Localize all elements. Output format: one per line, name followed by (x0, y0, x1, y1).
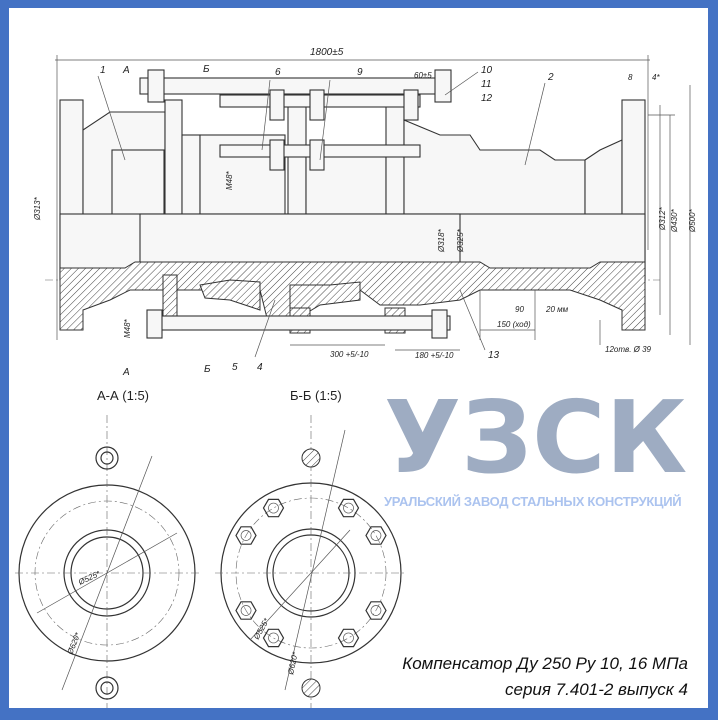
section-aa-view (15, 415, 200, 708)
tie-rods-upper (139, 69, 452, 171)
compensator-body-upper (59, 99, 646, 281)
part-number-5: 5 (232, 362, 238, 373)
dim-180: 180 +5/-10 (415, 351, 454, 360)
bolt-end-icon (268, 632, 279, 644)
bolt-end-icon (268, 502, 279, 514)
caption-title: Компенсатор Ду 250 Ру 10, 16 МПа (402, 654, 688, 673)
technical-drawing: 1800±5 (15, 47, 697, 708)
part-number-4: 4 (257, 362, 263, 373)
section-mark-b-top: Б (203, 64, 210, 75)
section-bb-title: Б-Б (1:5) (290, 388, 342, 403)
dim-m48-top: M48* (225, 170, 234, 190)
dim-4: 4* (652, 73, 660, 82)
dim-d313: Ø313* (33, 196, 42, 221)
dim-8: 8 (628, 73, 633, 82)
hex-nut-icon (235, 526, 257, 545)
section-aa-title: А-А (1:5) (97, 388, 149, 403)
hex-nut-icon (262, 628, 285, 648)
logo-subtitle: УРАЛЬСКИЙ ЗАВОД СТАЛЬНЫХ КОНСТРУКЦИЙ (384, 494, 682, 509)
part-number-2: 2 (547, 72, 554, 83)
hex-nut-icon (365, 601, 387, 620)
part-number-6: 6 (275, 67, 281, 78)
caption: Компенсатор Ду 250 Ру 10, 16 МПа серия 7… (402, 651, 688, 703)
part-number-10: 10 (481, 65, 493, 76)
holes-note: 12отв. Ø 39 (605, 345, 652, 354)
logo-watermark: УЗСК (384, 379, 688, 496)
section-aa-d-inner: Ø525* (76, 569, 102, 588)
hex-nut-icon (365, 526, 387, 545)
section-mark-b-bottom: Б (204, 364, 211, 375)
part-number-11: 11 (481, 79, 491, 90)
bolt-end-icon (343, 502, 354, 514)
dim-d318: Ø318* (437, 228, 446, 253)
hex-nut-icon (235, 601, 257, 620)
section-bb-view (215, 415, 405, 708)
dim-m48-bottom: M48* (123, 318, 132, 338)
overall-dimension: 1800±5 (55, 47, 650, 340)
dim-d430: Ø430* (670, 208, 679, 233)
bolt-end-icon (370, 530, 382, 541)
dim-300: 300 +5/-10 (330, 350, 369, 359)
dim-d500: Ø500* (688, 208, 697, 233)
section-bb-d-outer: Ø620* (286, 650, 300, 676)
bolt-end-icon (240, 605, 252, 616)
dim-90: 90 (515, 305, 524, 314)
part-callouts (97, 71, 546, 358)
dim-150: 150 (ход) (497, 320, 531, 329)
caption-series: серия 7.401-2 выпуск 4 (505, 680, 688, 699)
bolt-end-icon (370, 605, 382, 616)
dim-20: 20 мм (545, 305, 569, 314)
part-number-12: 12 (481, 93, 493, 104)
section-mark-a-bottom: А (122, 367, 130, 378)
hex-nut-icon (337, 628, 360, 648)
part-number-9: 9 (357, 67, 363, 78)
bolt-end-icon (240, 530, 252, 541)
dimensions-right (290, 85, 691, 351)
hex-nut-icon (337, 498, 360, 518)
hex-nut-icon (262, 498, 285, 518)
dim-overall-length: 1800±5 (310, 47, 344, 58)
drawing-sheet: 1800±5 (9, 8, 708, 708)
compensator-section-lower (59, 261, 646, 339)
bolt-end-icon (343, 632, 354, 644)
dim-d312: Ø312* (658, 206, 667, 231)
section-mark-a-top: А (122, 65, 130, 76)
dim-gap-60: 60±5 (414, 71, 432, 80)
part-number-1: 1 (100, 65, 106, 76)
part-number-13: 13 (488, 350, 500, 361)
dim-d325: Ø325* (456, 228, 465, 253)
